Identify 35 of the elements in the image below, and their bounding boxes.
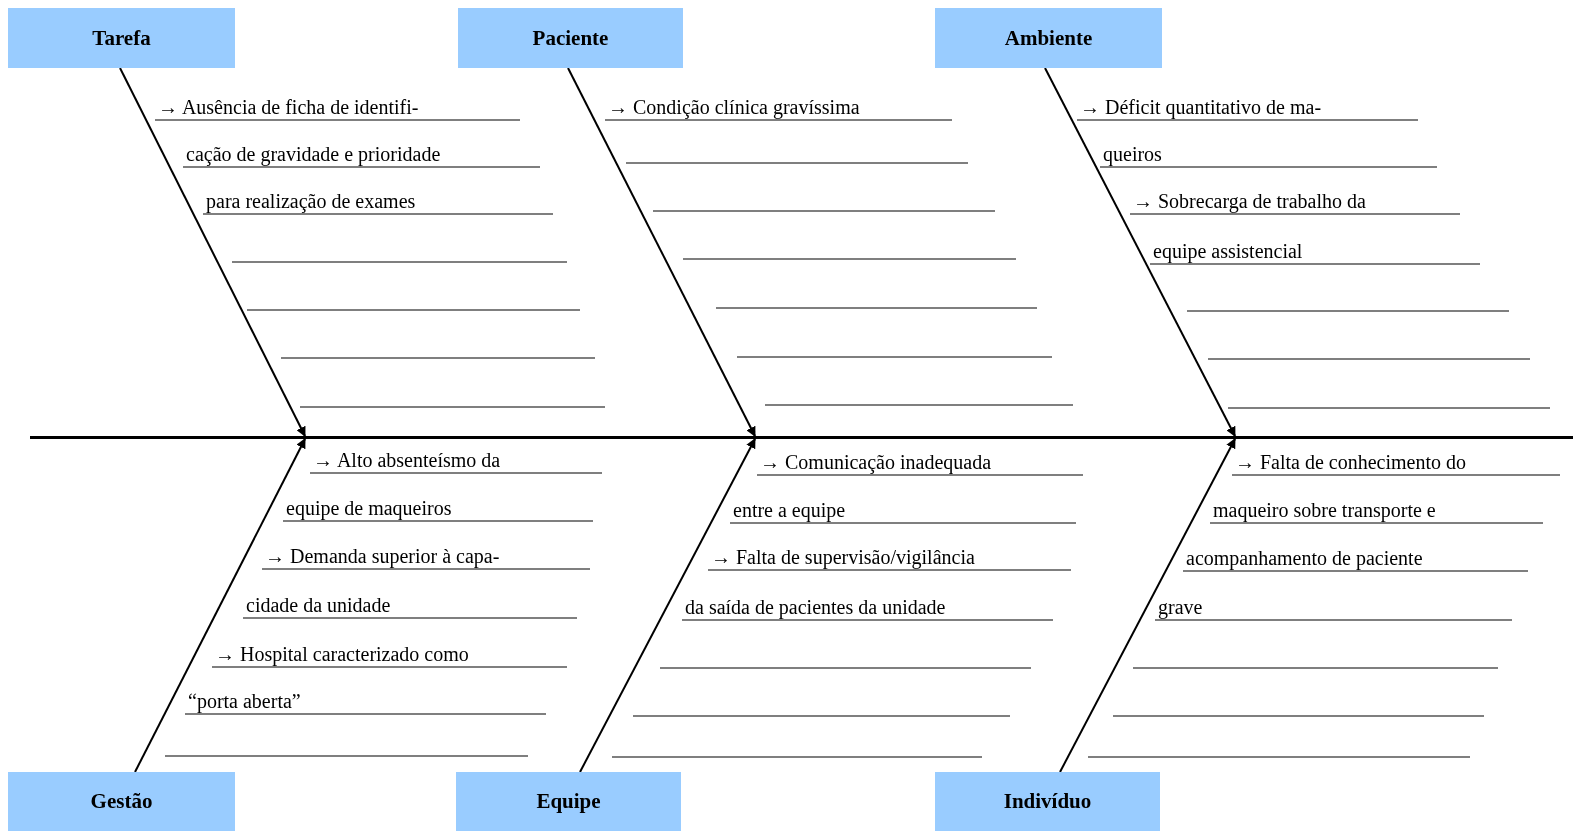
cause-text: cidade da unidade — [246, 593, 391, 617]
cause-text: equipe assistencial — [1153, 239, 1303, 263]
cause-text: maqueiro sobre transporte e — [1213, 498, 1436, 522]
cause-text: → Falta de supervisão/vigilância — [711, 545, 975, 569]
arrow — [119, 67, 306, 437]
cause-text: grave — [1158, 595, 1203, 619]
cause-text: → Ausência de ficha de identifi- — [158, 95, 419, 119]
cause-text: → Hospital caracterizado como — [215, 642, 469, 666]
arrow — [134, 438, 306, 773]
cause-text: → Falta de conhecimento do — [1235, 450, 1467, 474]
arrow — [579, 438, 756, 773]
cause-text: da saída de pacientes da unidade — [685, 595, 946, 619]
cause-text: → Déficit quantitativo de ma- — [1080, 95, 1322, 119]
category-box: Tarefa — [8, 8, 235, 68]
cause-text: → Alto absenteísmo da — [313, 448, 501, 472]
cause-text: → Comunicação inadequada — [760, 450, 992, 474]
cause-text: cação de gravidade e prioridade — [186, 142, 441, 166]
arrow — [1044, 67, 1236, 437]
cause-text: entre a equipe — [733, 498, 846, 522]
cause-text: → Sobrecarga de trabalho da — [1133, 189, 1366, 213]
category-box: Indivíduo — [935, 772, 1160, 831]
cause-text: para realização de exames — [206, 189, 416, 213]
category-box: Gestão — [8, 772, 235, 831]
cause-text: queiros — [1103, 142, 1162, 166]
cause-text: equipe de maqueiros — [286, 496, 452, 520]
arrow — [567, 67, 756, 437]
category-box: Equipe — [456, 772, 681, 831]
cause-text: → Condição clínica gravíssima — [608, 95, 860, 119]
spine-line — [30, 436, 1573, 439]
arrow — [1059, 438, 1236, 773]
category-box: Ambiente — [935, 8, 1162, 68]
cause-text: → Demanda superior à capa- — [265, 544, 500, 568]
category-box: Paciente — [458, 8, 683, 68]
cause-text: “porta aberta” — [188, 689, 301, 713]
cause-text: acompanhamento de paciente — [1186, 546, 1423, 570]
